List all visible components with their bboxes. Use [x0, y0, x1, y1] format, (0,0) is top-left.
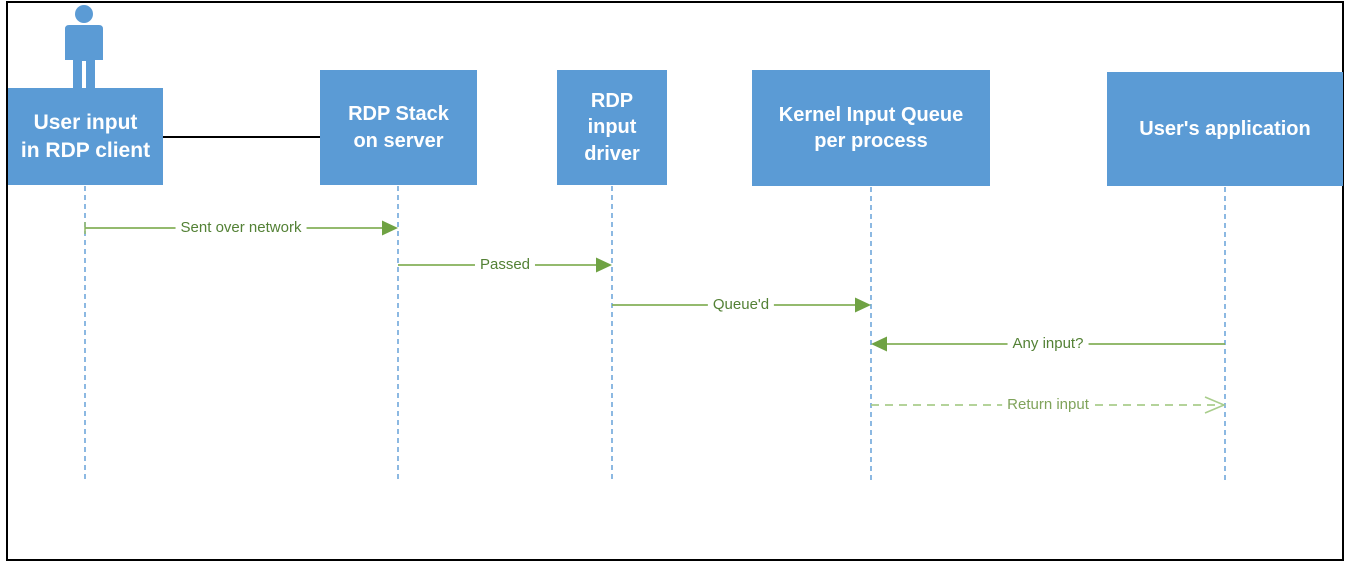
message-label-return-input: Return input — [1002, 394, 1094, 416]
actor-box-user-input-rdp-client: User input in RDP client — [8, 88, 163, 185]
actor-label: RDP input driver — [584, 88, 640, 167]
message-label-passed: Passed — [475, 254, 535, 276]
message-label-queued: Queue'd — [708, 294, 774, 316]
actor-label: Kernel Input Queue per process — [779, 102, 963, 155]
actor-box-users-application: User's application — [1107, 72, 1343, 186]
actor-box-rdp-stack-on-server: RDP Stack on server — [320, 70, 477, 185]
message-label-sent-over-network: Sent over network — [176, 217, 307, 239]
actor-box-kernel-input-queue: Kernel Input Queue per process — [752, 70, 990, 186]
actor-label: User input in RDP client — [21, 109, 150, 164]
actor-box-rdp-input-driver: RDP input driver — [557, 70, 667, 185]
actor-label: RDP Stack on server — [348, 101, 449, 154]
actor-label: User's application — [1139, 116, 1310, 142]
message-label-any-input: Any input? — [1008, 333, 1089, 355]
person-icon — [65, 5, 103, 88]
